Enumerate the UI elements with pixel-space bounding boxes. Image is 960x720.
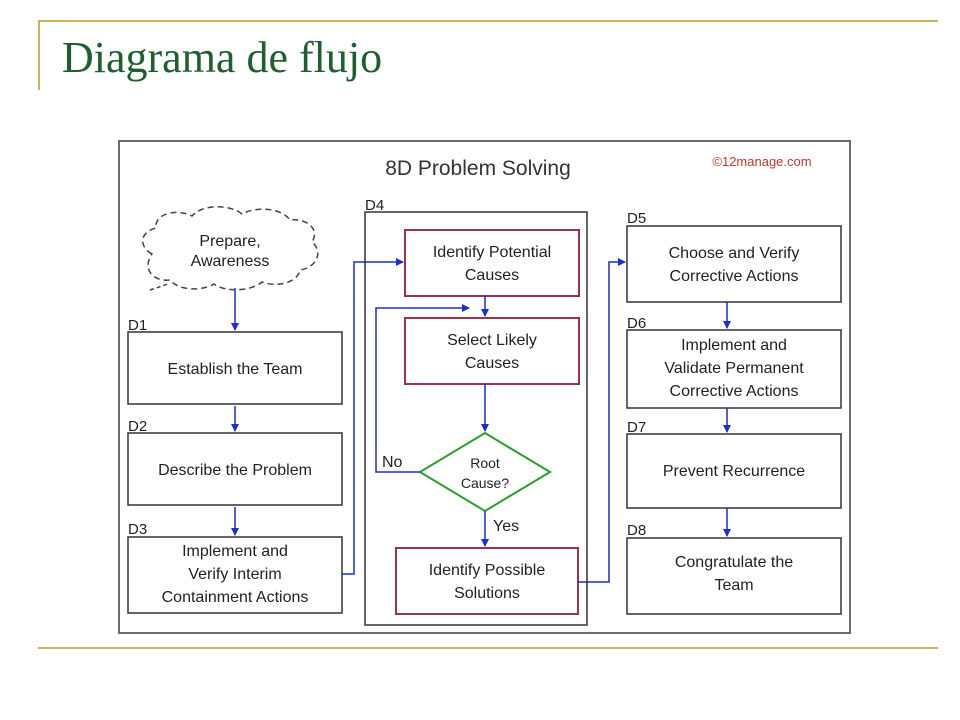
step-implement-validate-line1: Implement and (681, 337, 787, 354)
step-identify-solutions-line1: Identify Possible (429, 562, 546, 579)
decision-line1: Root (470, 455, 500, 471)
label-d4: D4 (365, 197, 384, 214)
prepare-cloud: Prepare, Awareness (142, 206, 319, 291)
flowchart-image: 8D Problem Solving ©12manage.com Prepare… (118, 140, 851, 634)
step-interim-line2: Verify Interim (188, 566, 281, 583)
arrow-d3-to-d4 (342, 258, 404, 575)
step-choose-verify: Choose and Verify Corrective Actions (626, 225, 842, 303)
arrow-no-loop (375, 304, 470, 473)
step-congratulate-line2: Team (714, 577, 753, 594)
label-d1: D1 (128, 317, 147, 334)
copyright-text: ©12manage.com (712, 154, 811, 169)
step-select-likely-line2: Causes (465, 355, 519, 372)
step-identify-potential-line1: Identify Potential (433, 244, 551, 261)
label-d6: D6 (627, 315, 646, 332)
step-implement-validate: Implement and Validate Permanent Correct… (626, 329, 842, 409)
decision-root-cause: Root Cause? (418, 431, 552, 513)
step-interim-line3: Containment Actions (162, 589, 309, 606)
step-select-likely-causes: Select Likely Causes (404, 317, 580, 385)
branch-yes-label: Yes (493, 518, 519, 535)
flow-arrows (231, 258, 731, 583)
accent-line-bottom (38, 647, 938, 649)
step-identify-possible-solutions: Identify Possible Solutions (395, 547, 579, 615)
step-describe-problem: Describe the Problem (127, 432, 343, 506)
branch-no-label: No (382, 454, 403, 471)
arrow-d4-to-d5 (578, 258, 626, 583)
slide-title: Diagrama de flujo (62, 33, 383, 82)
step-congratulate-line1: Congratulate the (675, 554, 793, 571)
accent-line-vertical (38, 20, 40, 90)
step-interim-line1: Implement and (182, 543, 288, 560)
flowchart-svg: 8D Problem Solving ©12manage.com Prepare… (127, 154, 842, 626)
step-identify-potential-causes: Identify Potential Causes (404, 229, 580, 297)
step-congratulate-team: Congratulate the Team (626, 537, 842, 615)
label-d2: D2 (128, 418, 147, 435)
cloud-line2: Awareness (191, 253, 270, 270)
step-identify-solutions-line2: Solutions (454, 585, 520, 602)
step-implement-validate-line2: Validate Permanent (664, 360, 804, 377)
step-interim-containment: Implement and Verify Interim Containment… (127, 536, 343, 614)
step-choose-verify-line1: Choose and Verify (669, 245, 800, 262)
step-establish-team-text: Establish the Team (168, 361, 303, 378)
step-choose-verify-line2: Corrective Actions (670, 268, 799, 285)
diagram-title: 8D Problem Solving (385, 157, 571, 180)
step-establish-team: Establish the Team (127, 331, 343, 405)
step-prevent-recurrence: Prevent Recurrence (626, 433, 842, 509)
step-identify-potential-line2: Causes (465, 267, 519, 284)
step-select-likely-line1: Select Likely (447, 332, 537, 349)
step-implement-validate-line3: Corrective Actions (670, 383, 799, 400)
step-describe-problem-text: Describe the Problem (158, 462, 312, 479)
cloud-line1: Prepare, (199, 233, 260, 250)
label-d5: D5 (627, 210, 646, 227)
accent-line-top (38, 20, 938, 22)
label-d7: D7 (627, 419, 646, 436)
decision-line2: Cause? (461, 475, 509, 491)
label-d3: D3 (128, 521, 147, 538)
step-prevent-recurrence-text: Prevent Recurrence (663, 463, 805, 480)
label-d8: D8 (627, 522, 646, 539)
d4-container (364, 211, 588, 626)
